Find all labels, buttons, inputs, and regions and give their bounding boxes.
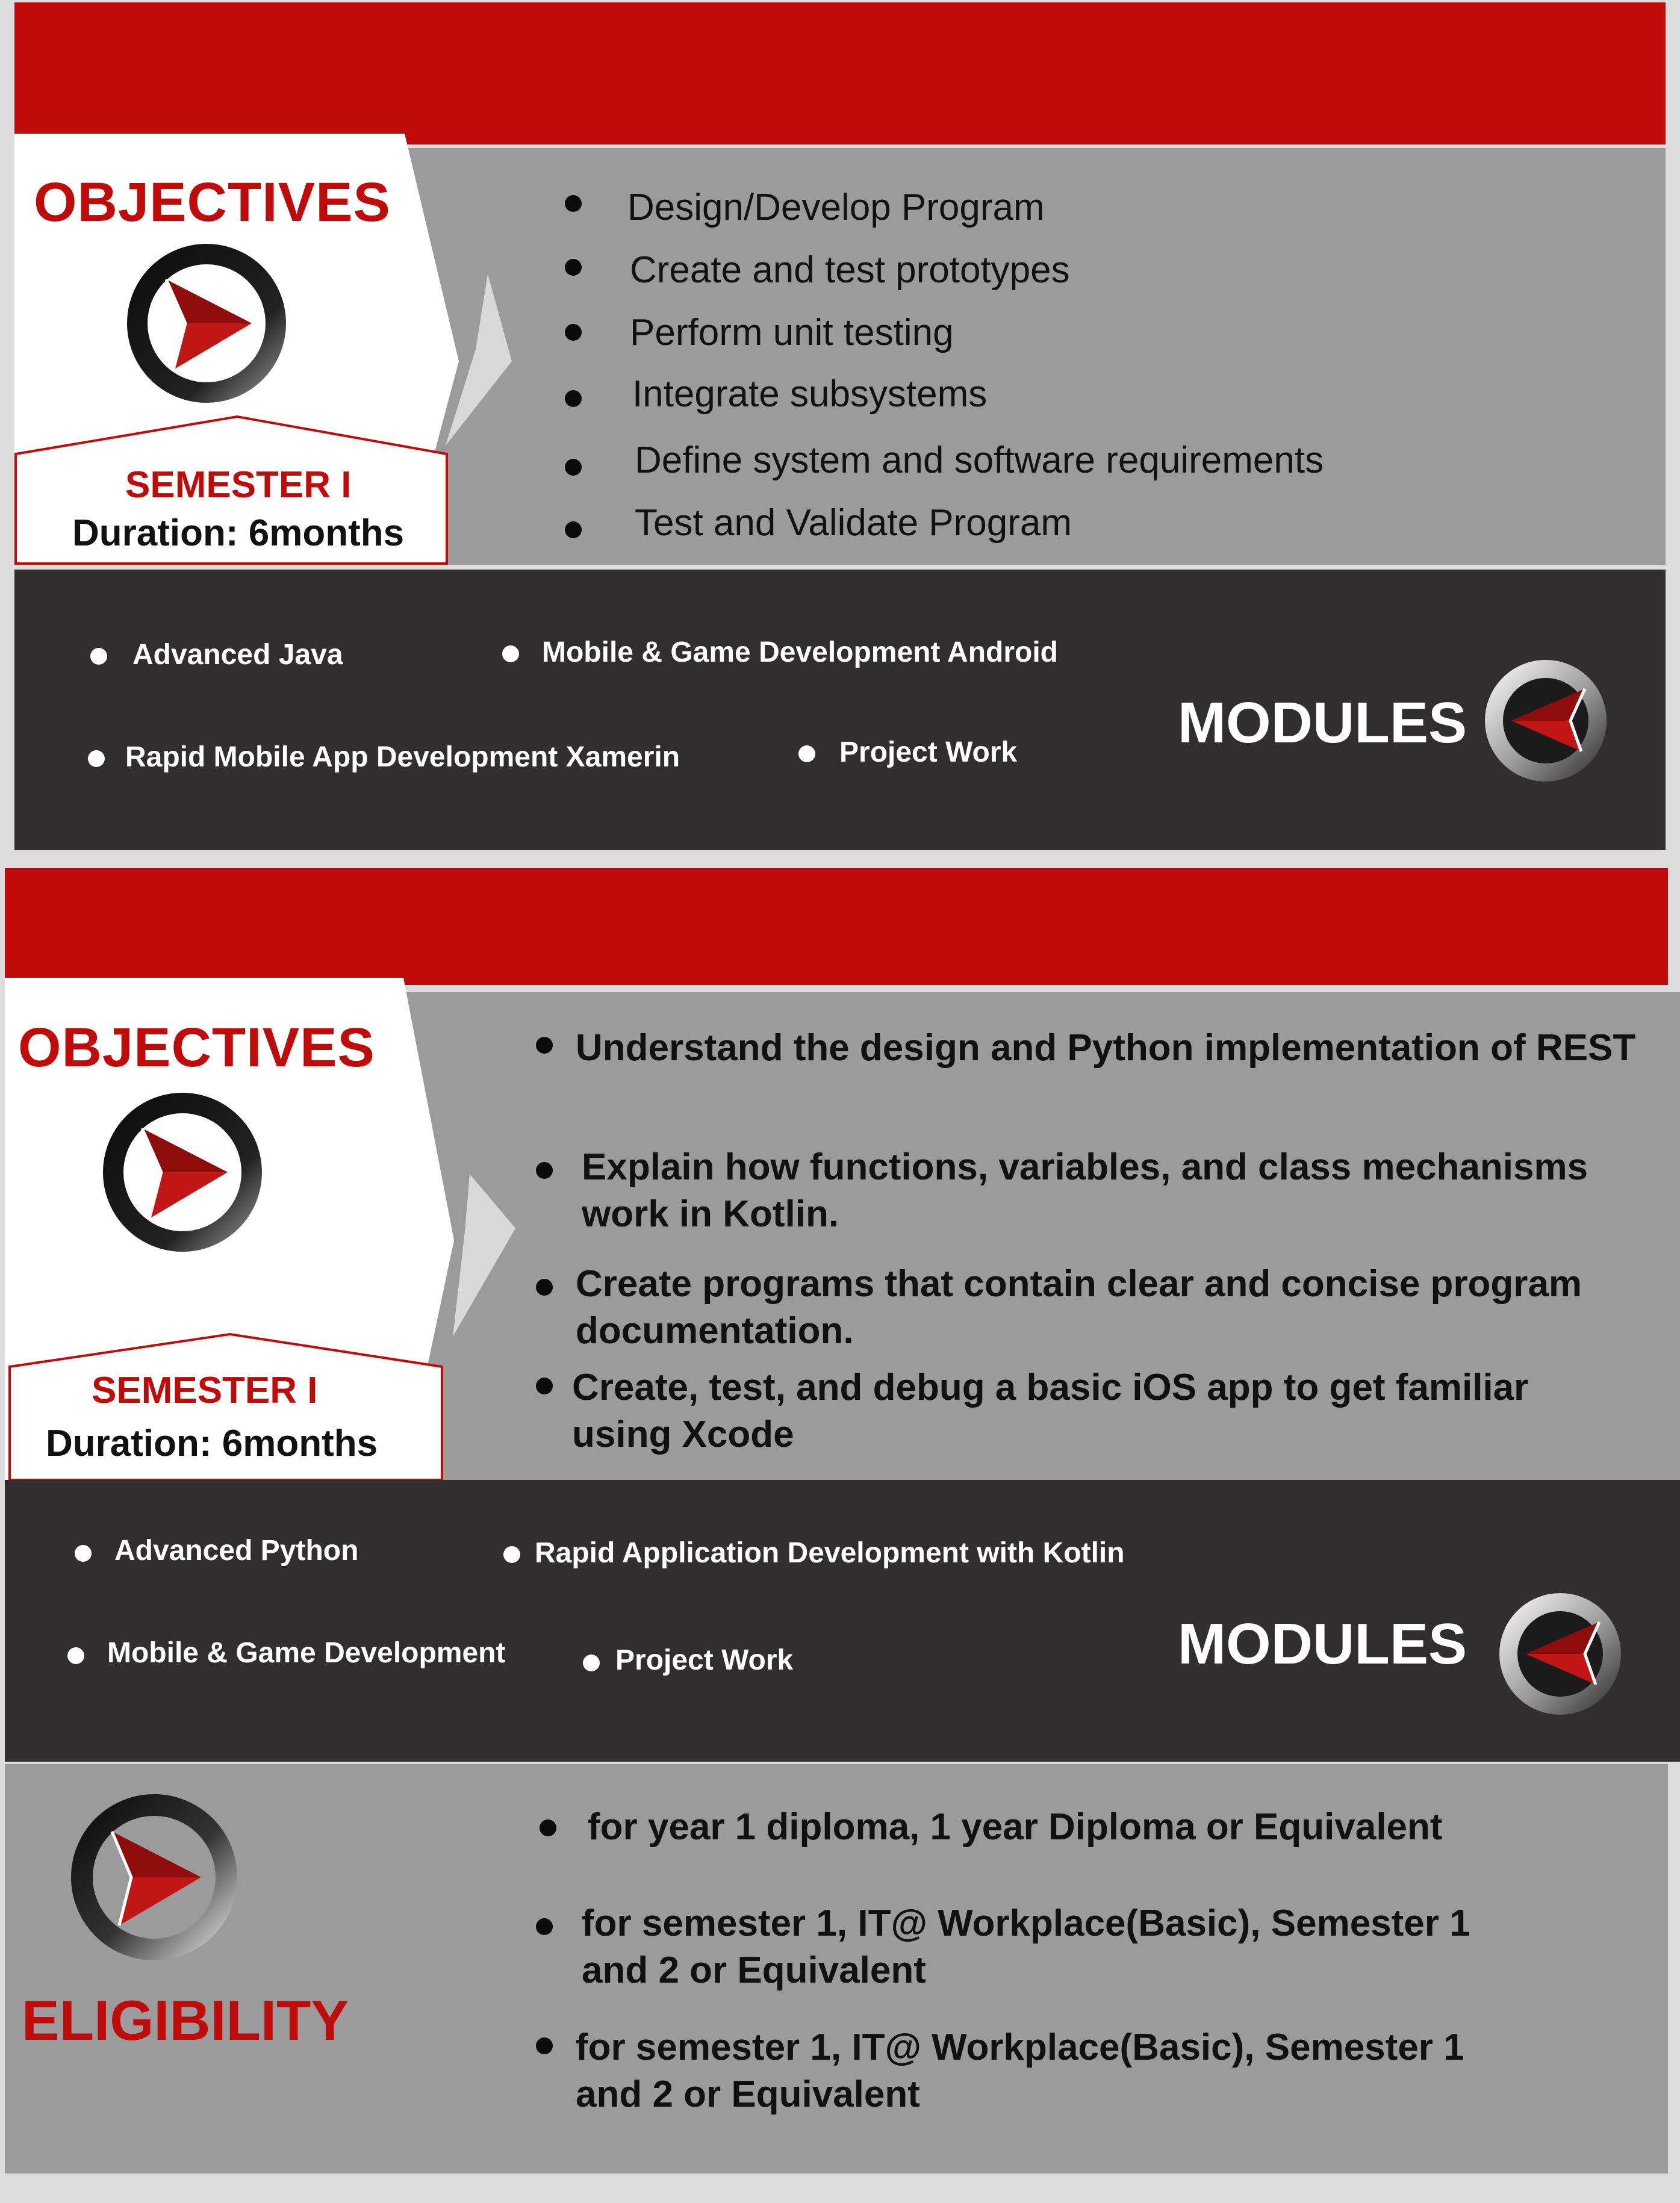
- section2-red-banner: [5, 868, 1668, 985]
- section2-duration-label: Duration: 6months: [46, 1423, 378, 1464]
- section2-modules-panel: [5, 1480, 1680, 1762]
- section1-modules-panel: [14, 570, 1666, 850]
- bullet: [536, 1378, 553, 1394]
- module-item: Advanced Python: [114, 1535, 359, 1567]
- bullet: [88, 750, 105, 767]
- section2-modules-title: MODULES: [1178, 1612, 1467, 1676]
- bullet: [565, 259, 582, 276]
- bullet: [565, 324, 582, 341]
- back-arrow-circle-icon: [1499, 1593, 1621, 1715]
- objective-item: Create programs that contain clear and c…: [576, 1263, 1582, 1352]
- module-item: Rapid Application Development with Kotli…: [535, 1537, 1125, 1569]
- objective-item: Create and test prototypes: [630, 249, 1070, 291]
- bullet: [503, 1546, 520, 1563]
- section2-objectives-heading: OBJECTIVES: [18, 1017, 375, 1078]
- eligibility-panel: [5, 1764, 1668, 2173]
- objective-item: Explain how functions, variables, and cl…: [582, 1146, 1588, 1235]
- section2-semester-label: SEMESTER I: [92, 1370, 318, 1411]
- eligibility-title: ELIGIBILITY: [22, 1989, 349, 2052]
- module-item: Advanced Java: [132, 639, 343, 671]
- back-arrow-circle-icon: [1485, 660, 1607, 781]
- eligibility-item: for year 1 diploma, 1 year Diploma or Eq…: [588, 1806, 1443, 1848]
- objective-item: Design/Develop Program: [627, 187, 1045, 228]
- bullet: [75, 1545, 92, 1562]
- bullet: [540, 1819, 556, 1836]
- bullet: [583, 1655, 600, 1671]
- bullet: [565, 195, 582, 212]
- bullet: [536, 1162, 553, 1179]
- bullet: [536, 1279, 553, 1296]
- objective-item: Integrate subsystems: [632, 373, 988, 415]
- module-item: Mobile & Game Development: [107, 1637, 506, 1669]
- eligibility-item: for semester 1, IT@ Workplace(Basic), Se…: [582, 1903, 1470, 1991]
- module-item: Project Work: [839, 736, 1018, 768]
- bullet: [565, 521, 582, 538]
- module-item: Mobile & Game Development Android: [542, 636, 1058, 668]
- bullet: [798, 745, 815, 762]
- bullet: [565, 459, 582, 476]
- bullet: [565, 390, 582, 407]
- play-circle-icon: [103, 1093, 262, 1252]
- module-item: Project Work: [615, 1644, 794, 1676]
- section2-semester-box: [8, 1332, 443, 1481]
- section1-modules-title: MODULES: [1178, 691, 1467, 755]
- bullet: [67, 1647, 84, 1664]
- section1-semester-label: SEMESTER I: [125, 464, 352, 506]
- module-item: Rapid Mobile App Development Xamerin: [125, 741, 680, 773]
- objective-item: Define system and software requirements: [635, 440, 1324, 481]
- bullet: [502, 645, 519, 662]
- section1-duration-label: Duration: 6months: [72, 512, 405, 554]
- bullet: [536, 1918, 553, 1935]
- objective-item: Test and Validate Program: [635, 502, 1072, 544]
- section1-objectives-heading: OBJECTIVES: [34, 172, 391, 233]
- objective-item: Perform unit testing: [630, 312, 954, 353]
- play-circle-icon: [127, 244, 286, 403]
- bullet: [90, 648, 107, 665]
- bullet: [536, 1037, 553, 1054]
- bullet: [536, 2037, 553, 2054]
- section1-semester-box: [14, 415, 448, 565]
- play-circle-icon: [71, 1794, 237, 1960]
- objective-item: Create, test, and debug a basic iOS app …: [572, 1367, 1529, 1455]
- eligibility-item: for semester 1, IT@ Workplace(Basic), Se…: [576, 2027, 1464, 2115]
- section1-red-banner: [14, 2, 1666, 144]
- objective-item: Understand the design and Python impleme…: [576, 1027, 1636, 1069]
